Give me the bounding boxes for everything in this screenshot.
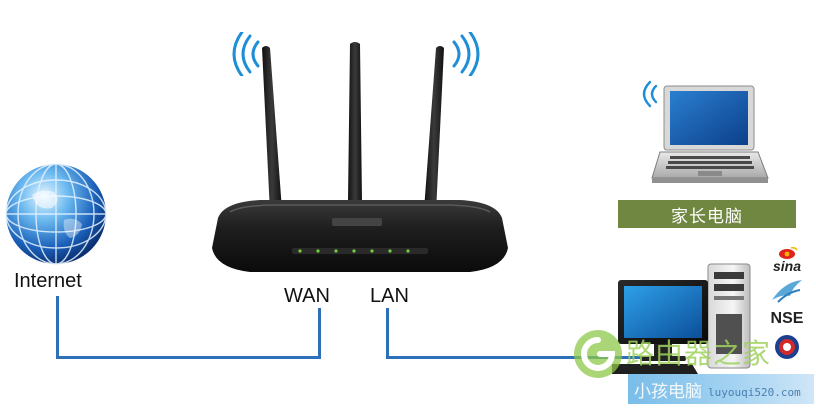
bird-logo-icon <box>772 280 802 303</box>
internet-label: Internet <box>14 270 82 292</box>
watermark-title: 路由器之家 <box>626 337 772 370</box>
cable-internet-down <box>56 296 59 358</box>
sina-logo: sina <box>772 258 801 274</box>
lan-label: LAN <box>370 285 409 307</box>
wifi-left-icon <box>232 32 260 76</box>
parent-pc-label: 家长电脑 <box>618 200 796 228</box>
cable-lan-horizontal <box>386 356 646 359</box>
desktop-pc-icon <box>612 263 751 374</box>
wifi-laptop-icon <box>642 80 658 108</box>
cable-wan-up <box>318 308 321 359</box>
nse-logo: NSE <box>770 310 804 327</box>
wifi-right-icon <box>452 32 480 76</box>
brand-logos: sina NSE <box>760 246 814 360</box>
laptop-icon <box>651 85 769 183</box>
wan-label: WAN <box>284 285 330 307</box>
watermark-logo-icon <box>574 330 622 378</box>
seal-logo-icon <box>775 335 799 359</box>
watermark-url: luyouqi520.com <box>708 386 801 399</box>
cable-internet-horizontal <box>56 356 321 359</box>
router-icon <box>212 42 508 272</box>
sina-eye-icon <box>779 246 798 259</box>
kids-pc-label: 小孩电脑 <box>628 374 814 404</box>
kids-pc-text: 小孩电脑 <box>634 381 702 402</box>
cable-lan-up <box>386 308 389 359</box>
internet-globe-icon <box>5 163 107 265</box>
